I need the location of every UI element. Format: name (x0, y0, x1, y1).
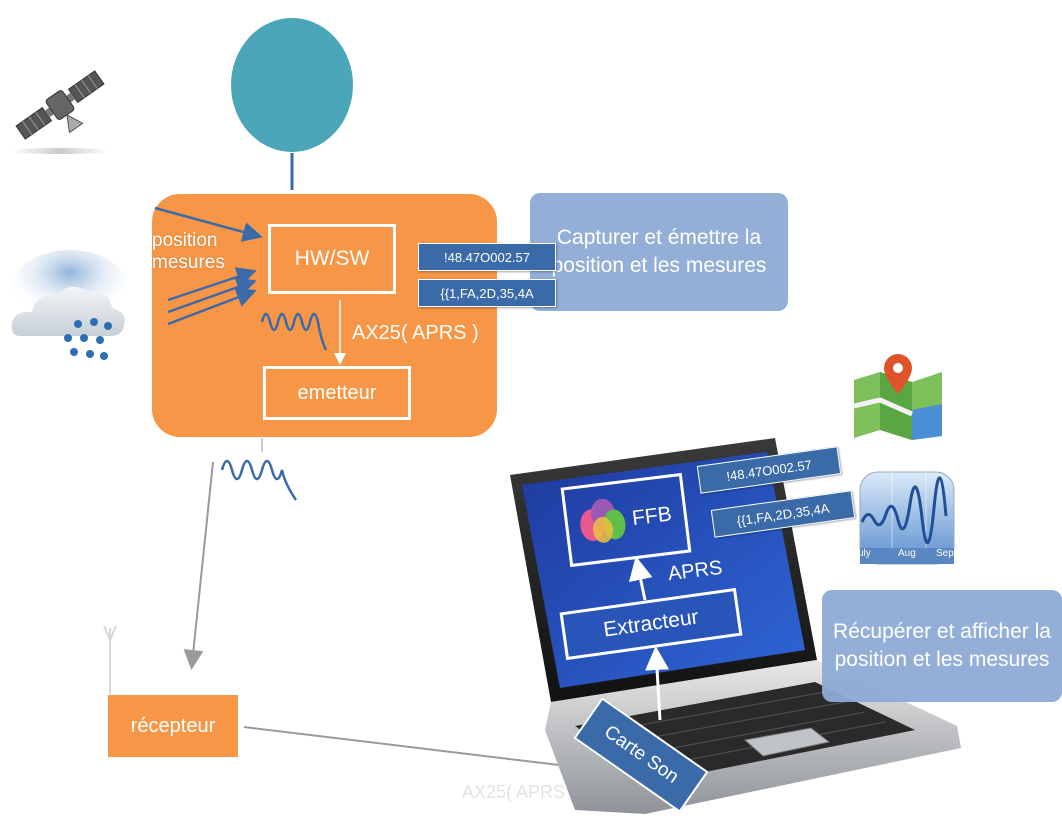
signal-wave-icon (260, 312, 328, 351)
emetteur-label: emetteur (297, 381, 377, 404)
hwsw-label: HW/SW (294, 247, 370, 270)
ground-link-label: AX25( APRS ) (462, 782, 577, 802)
satellite-icon (8, 55, 113, 155)
recepteur-box: récepteur (107, 694, 239, 758)
stocks-month-1: uly (858, 548, 871, 559)
recepteur-label: récepteur (130, 714, 216, 737)
station-packet-mesures: {{1,FA,2D,35,4A (418, 279, 556, 307)
balloon (225, 15, 360, 190)
hwsw-box: HW/SW (268, 224, 396, 294)
balloons-icon (580, 498, 626, 543)
maps-icon (850, 350, 946, 442)
callout-recuperer-text: Récupérer et afficher la position et les… (833, 619, 1051, 671)
callout-recuperer: Récupérer et afficher la position et les… (822, 590, 1062, 702)
protocol-label: AX25( APRS ) (352, 322, 479, 344)
stocks-icon: uly Aug Sep (858, 470, 956, 566)
callout-capture-text: Capturer et émettre la position et les m… (551, 225, 767, 277)
stocks-month-2: Aug (898, 548, 916, 559)
ffb-box: FFB (560, 472, 692, 568)
extracteur-label: Extracteur (601, 605, 700, 642)
rain-cloud-icon (8, 250, 133, 370)
callout-capture: Capturer et émettre la position et les m… (530, 193, 788, 311)
position-label: position (152, 230, 218, 251)
mesures-label: mesures (152, 252, 225, 273)
stocks-month-3: Sep (936, 548, 954, 559)
station-box (150, 192, 499, 439)
station-packet-position: !48.47O002.57 (418, 243, 556, 271)
emetteur-box: emetteur (263, 366, 411, 420)
inputs-label: position mesures (152, 230, 225, 274)
